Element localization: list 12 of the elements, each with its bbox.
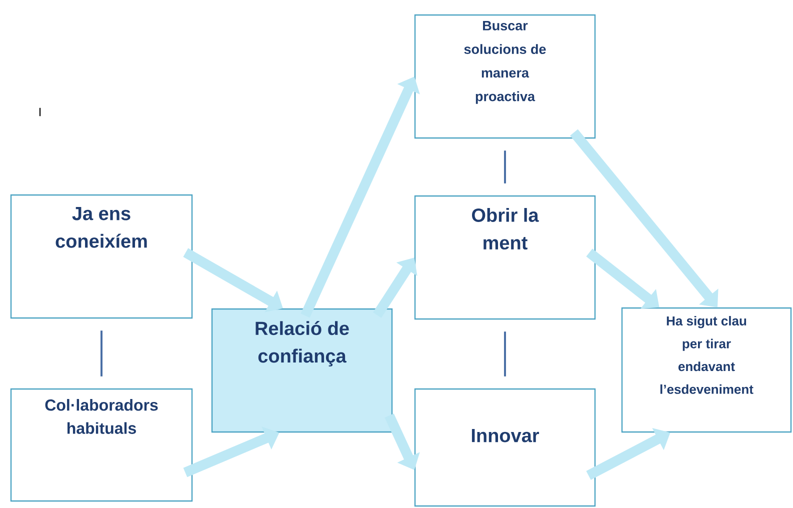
text-box: Obrir la ment — [414, 195, 596, 320]
text-box: Ha sigut clau per tirar endavant l’esdeveniment — [621, 307, 792, 433]
connector-line — [100, 330, 102, 376]
text-box: Col·laboradors habituals — [10, 388, 193, 502]
text-box: Ja ens coneixíem — [10, 194, 193, 319]
text-mark: I — [39, 108, 41, 116]
connector-line — [504, 150, 506, 184]
connector-line — [504, 332, 506, 376]
text-box: Innovar — [414, 388, 596, 507]
text-box: Buscar solucions de manera proactiva — [414, 14, 596, 139]
block-arrow — [570, 129, 718, 308]
text-box: Relació de confiança — [211, 308, 393, 433]
